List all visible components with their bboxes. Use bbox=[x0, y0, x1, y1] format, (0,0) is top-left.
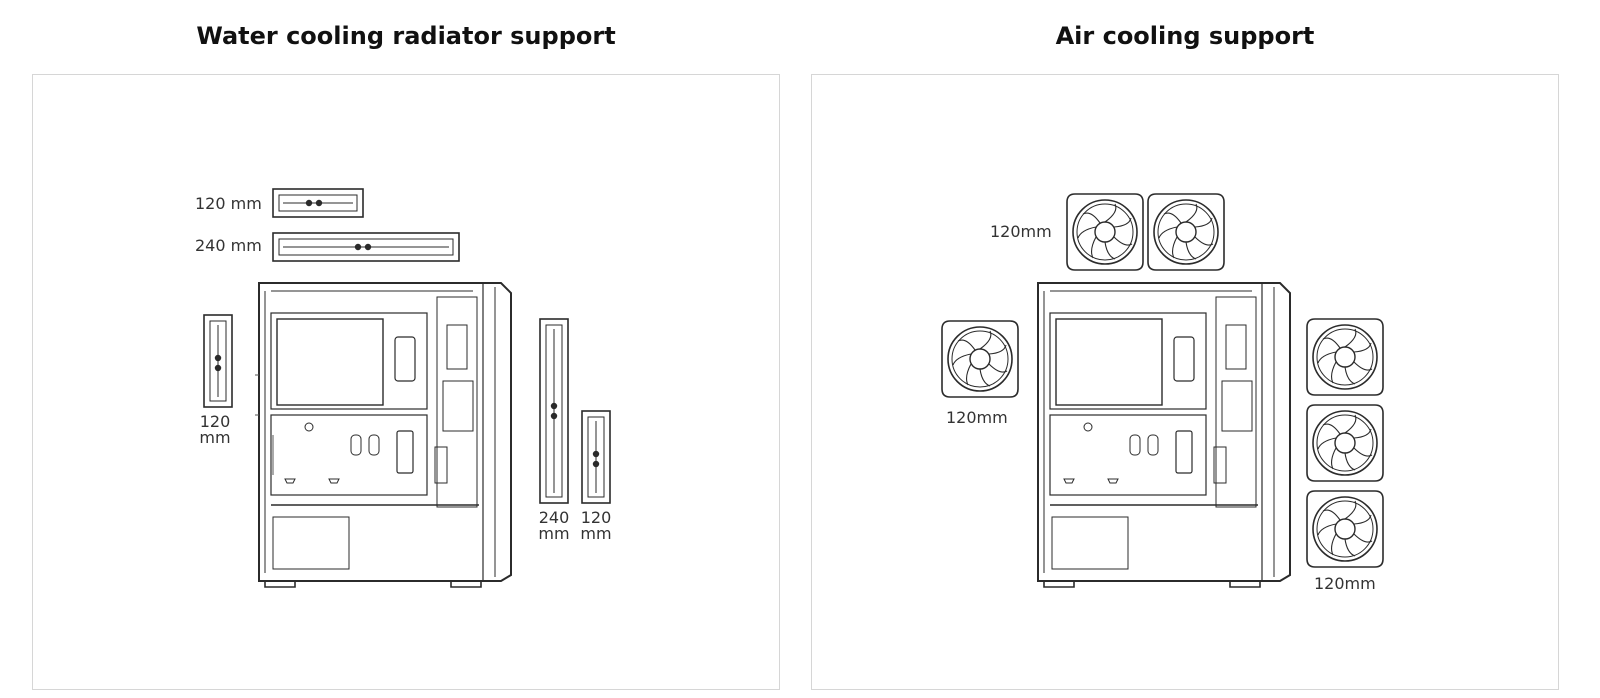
pc-case-water bbox=[255, 282, 512, 588]
radiator-rear-120 bbox=[203, 314, 233, 408]
fan-top-1 bbox=[1066, 193, 1144, 271]
water-cooling-panel: 120 mm 240 mm 120 mm 240 mm 120 mm bbox=[32, 74, 780, 690]
label-top-120: 120 mm bbox=[195, 194, 262, 213]
fan-front-1 bbox=[1306, 318, 1384, 396]
label-front-240-unit: mm bbox=[538, 524, 569, 543]
water-cooling-heading: Water cooling radiator support bbox=[196, 22, 616, 50]
fan-front-3 bbox=[1306, 490, 1384, 568]
radiator-top-120 bbox=[272, 188, 364, 218]
fan-front-2 bbox=[1306, 404, 1384, 482]
label-air-top: 120mm bbox=[990, 222, 1052, 241]
air-cooling-heading: Air cooling support bbox=[1055, 22, 1315, 50]
label-front-120-num: 120 bbox=[581, 508, 612, 527]
pc-case-air bbox=[1037, 282, 1291, 588]
fan-rear bbox=[941, 320, 1019, 398]
fan-top-2 bbox=[1147, 193, 1225, 271]
water-cooling-diagram: 120 mm 240 mm 120 mm 240 mm 120 mm bbox=[195, 188, 612, 588]
radiator-top-240 bbox=[272, 232, 460, 262]
label-front-240-num: 240 bbox=[539, 508, 570, 527]
air-cooling-panel: 120mm 120mm 120mm bbox=[811, 74, 1559, 690]
label-top-240: 240 mm bbox=[195, 236, 262, 255]
label-rear-120-unit: mm bbox=[199, 428, 230, 447]
label-air-rear: 120mm bbox=[946, 408, 1008, 427]
label-air-front: 120mm bbox=[1314, 574, 1376, 593]
label-front-120-unit: mm bbox=[580, 524, 611, 543]
air-cooling-diagram: 120mm 120mm 120mm bbox=[941, 193, 1384, 593]
label-rear-120-num: 120 bbox=[200, 412, 231, 431]
radiator-front-120 bbox=[581, 410, 611, 504]
radiator-front-240 bbox=[539, 318, 569, 504]
